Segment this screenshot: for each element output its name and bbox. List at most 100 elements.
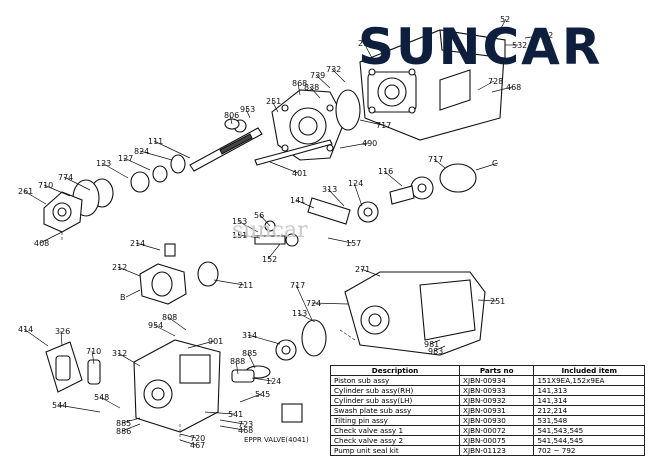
cell-parts-no: XJBN-01123 — [459, 445, 535, 456]
callout-leader — [363, 42, 373, 59]
callout-label-21: 21 — [358, 39, 368, 48]
callout-label-901: 901 — [208, 337, 223, 346]
callout-leader — [187, 340, 215, 349]
header-parts-no: Parts no — [459, 365, 535, 376]
callout-label-723: 723 — [238, 420, 253, 429]
o-ring-717-top — [335, 89, 361, 131]
callout-label-414: 414 — [18, 325, 33, 334]
callout-label-885: 885 — [116, 419, 131, 428]
callout-leader — [99, 396, 121, 409]
callout-leader — [91, 350, 95, 365]
callout-label-314: 314 — [242, 331, 257, 340]
callout-leader — [125, 289, 141, 298]
callout-label-124: 124 — [348, 179, 363, 188]
callout-label-885: 885 — [242, 349, 257, 358]
callout-leader — [251, 377, 273, 382]
callout-leader — [204, 411, 235, 415]
callout-label-717: 717 — [376, 121, 391, 130]
callout-label-212: 212 — [112, 263, 127, 272]
callout-label-326: 326 — [55, 327, 70, 336]
callout-label-808: 808 — [162, 313, 177, 322]
logo-text: SUNCAR — [358, 18, 602, 76]
eppr-valve-label: EPPR VALVE(4041) — [244, 436, 309, 444]
callout-label-214: 214 — [130, 239, 145, 248]
callout-leader — [295, 284, 313, 321]
gear-116 — [410, 176, 434, 200]
callout-leader — [167, 316, 187, 331]
callout-label-467: 467 — [190, 441, 205, 450]
callout-label-728: 728 — [488, 77, 503, 86]
o-ring-710-low — [87, 359, 101, 385]
callout-leader — [429, 339, 441, 345]
cell-parts-no: XJBN-00072 — [459, 425, 535, 436]
callout-label-C: C — [492, 159, 498, 168]
table-header-row: Description Parts no Included item — [329, 365, 645, 376]
cell-parts-no: XJBN-00075 — [459, 435, 535, 446]
cell-included: 141,313 — [533, 385, 645, 396]
callout-leader — [57, 404, 101, 413]
bushing-888 — [231, 369, 255, 383]
ring-127 — [152, 165, 168, 183]
callout-label-548: 548 — [94, 393, 109, 402]
callout-label-954: 954 — [148, 321, 163, 330]
callout-leader — [63, 176, 91, 191]
callout-leader — [235, 360, 239, 375]
callout-label-153: 153 — [232, 217, 247, 226]
callout-label-981: 981 — [424, 340, 439, 349]
cell-parts-no: XJBN-00930 — [459, 415, 535, 426]
callout-leader — [491, 86, 513, 93]
watermark: suncar — [232, 218, 308, 243]
spring-141 — [307, 197, 351, 225]
dash-113 — [339, 329, 356, 341]
callout-leader — [315, 74, 331, 89]
callout-leader — [153, 324, 176, 337]
callout-label-116: 116 — [378, 167, 393, 176]
callout-label-806: 806 — [224, 111, 239, 120]
cell-included: 702 ~ 792 — [533, 445, 645, 456]
callout-leader — [121, 423, 141, 432]
callout-leader — [271, 100, 279, 113]
cell-description: Cylinder sub assy(LH) — [329, 395, 461, 406]
callout-label-211: 211 — [238, 281, 253, 290]
callout-label-490: 490 — [362, 139, 377, 148]
valve-block-312 — [133, 339, 221, 433]
callout-leader — [433, 158, 446, 169]
pin-214 — [164, 243, 176, 257]
o-ring-717-c — [439, 163, 477, 193]
cell-included: 212,214 — [533, 405, 645, 416]
callout-leader — [117, 352, 141, 367]
callout-label-56: 56 — [254, 211, 264, 220]
callout-leader — [353, 182, 363, 207]
callout-label-710: 710 — [86, 347, 101, 356]
callout-label-313: 313 — [322, 185, 337, 194]
callout-label-152: 152 — [262, 255, 277, 264]
o-ring-717-mid — [301, 319, 327, 357]
callout-leader — [383, 170, 403, 187]
callout-leader — [179, 439, 197, 446]
callout-leader — [360, 268, 381, 277]
callout-label-111: 111 — [148, 137, 163, 146]
cell-description: Cylinder sub assy(RH) — [329, 385, 461, 396]
pump-housing-top — [359, 29, 506, 141]
callout-label-52: 52 — [500, 15, 510, 24]
cell-included: 141,314 — [533, 395, 645, 406]
gear-314 — [275, 339, 297, 361]
part-124 — [389, 185, 415, 205]
suncar-logo: SUNCAR — [358, 18, 602, 76]
callout-leader — [213, 279, 245, 286]
cylinder-313 — [357, 201, 379, 223]
callout-label-B: B — [120, 293, 126, 302]
callout-leader — [237, 234, 261, 239]
header-description: Description — [329, 365, 461, 376]
callout-label-886: 886 — [116, 427, 131, 436]
callout-leader — [123, 157, 151, 171]
callout-leader — [339, 142, 369, 149]
callout-leader — [247, 352, 256, 369]
callout-label-739: 739 — [310, 71, 325, 80]
